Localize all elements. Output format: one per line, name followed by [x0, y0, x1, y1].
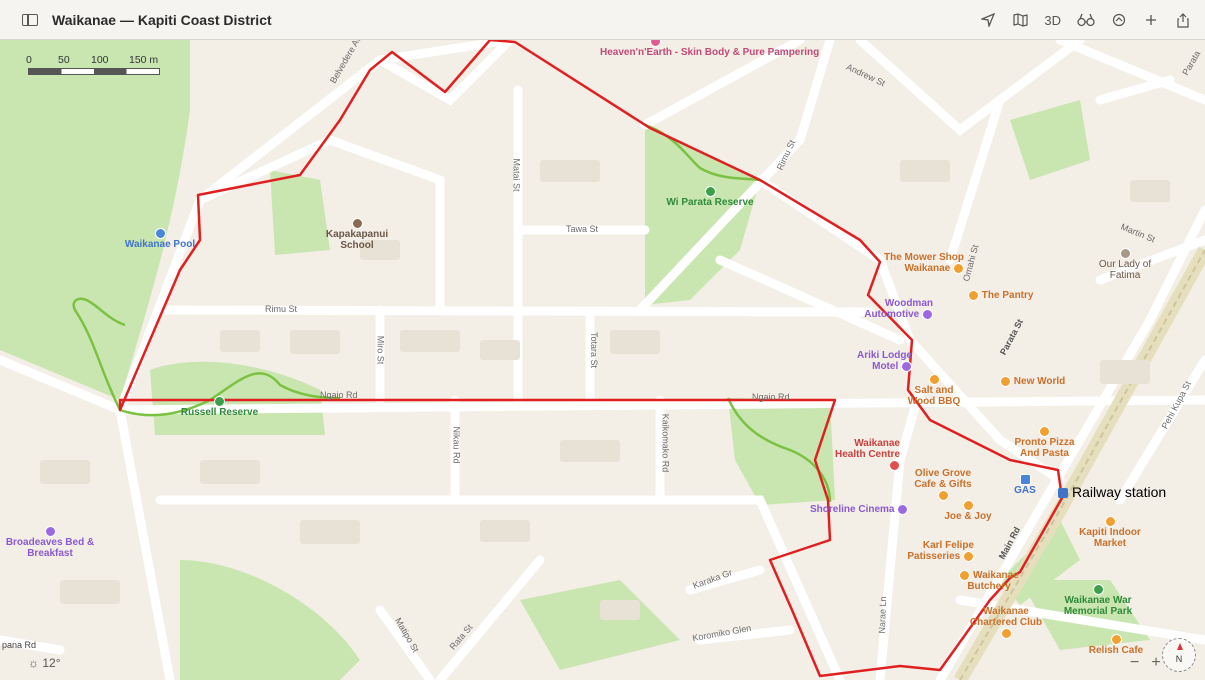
railway-line	[953, 246, 1205, 680]
cafe-icon	[937, 490, 949, 501]
map-graphics	[0, 40, 1205, 680]
street-label: pana Rd	[2, 640, 37, 650]
poi-the-pantry[interactable]: The Pantry	[968, 290, 1033, 301]
window-title: Waikanae — Kapiti Coast District	[52, 11, 272, 28]
street-label: Matai St	[511, 158, 522, 192]
fuel-icon	[1019, 474, 1031, 485]
street-label: Ngaio Rd	[752, 392, 790, 402]
scale-label-0: 0	[26, 54, 32, 66]
poi-russell-reserve[interactable]: Russell Reserve	[172, 396, 267, 418]
poi-waikanae-health-centre[interactable]: Waikanae Health Centre	[826, 438, 900, 471]
street-label: Rimu St	[265, 304, 298, 314]
shop-icon	[959, 570, 971, 581]
route-line	[118, 40, 1064, 678]
park-icon	[214, 396, 225, 407]
railway-station-icon[interactable]	[1058, 488, 1068, 498]
poi-new-world[interactable]: New World	[1000, 376, 1065, 387]
poi-waikanae-pool[interactable]: Waikanae Pool	[120, 228, 200, 250]
park-icon	[1092, 584, 1104, 595]
scale-label-100: 100	[91, 54, 109, 66]
building-blocks	[40, 160, 1170, 620]
map-toolbar: 3D	[980, 0, 1191, 40]
map-mode-icon[interactable]	[1012, 10, 1028, 30]
zoom-in-button[interactable]: +	[1151, 654, 1161, 671]
poi-war-memorial-park[interactable]: Waikanae War Memorial Park	[1056, 584, 1140, 617]
club-icon	[1000, 628, 1012, 639]
church-icon	[1119, 248, 1131, 259]
poi-waikanae-chartered-club[interactable]: Waikanae Chartered Club	[964, 606, 1048, 639]
map-scale: 0 50 100 150 m	[26, 54, 166, 75]
poi-gas[interactable]: GAS	[1012, 474, 1038, 496]
zoom-controls: − +	[1130, 654, 1161, 672]
park-areas	[0, 40, 1150, 680]
street-label: Miro St	[375, 335, 386, 365]
three-d-button[interactable]: 3D	[1044, 12, 1061, 28]
zoom-out-button[interactable]: −	[1130, 654, 1140, 671]
cinema-icon	[897, 504, 909, 515]
map-canvas[interactable]: 0 50 100 150 m Belvedere Ave Andrew St R…	[0, 40, 1205, 680]
poi-pronto-pizza[interactable]: Pronto Pizza And Pasta	[1012, 426, 1077, 459]
poi-joe-and-joy[interactable]: Joe & Joy	[938, 500, 998, 522]
cafe-icon	[962, 500, 974, 511]
weather-widget[interactable]: ☼ 12°	[28, 656, 61, 670]
scale-bar	[28, 68, 160, 75]
pool-icon	[154, 228, 166, 239]
compass-icon[interactable]: N	[1162, 638, 1196, 672]
poi-ariki-lodge-motel[interactable]: Ariki Lodge Motel	[856, 350, 912, 373]
poi-kapakapanui-school[interactable]: Kapakapanui School	[322, 218, 392, 251]
location-arrow-icon[interactable]	[980, 10, 996, 30]
sidebar-toggle-icon[interactable]	[22, 13, 38, 26]
look-around-binoculars-icon[interactable]	[1077, 10, 1095, 30]
poi-karl-felipe-patisseries[interactable]: Karl Felipe Patisseries	[907, 540, 974, 563]
scale-label-150: 150 m	[129, 54, 159, 66]
restaurant-icon	[1039, 426, 1050, 437]
restaurant-icon	[928, 374, 940, 385]
street-label: Nikau Rd	[451, 426, 462, 464]
poi-olive-grove-cafe[interactable]: Olive Grove Cafe & Gifts	[908, 468, 978, 501]
poi-broadeaves-bnb[interactable]: Broadeaves Bed & Breakfast	[4, 526, 96, 559]
poi-salt-and-wood-bbq[interactable]: Salt and Wood BBQ	[904, 374, 964, 407]
cafe-icon	[1110, 634, 1122, 645]
poi-the-mower-shop[interactable]: The Mower Shop Waikanae	[884, 252, 964, 275]
scale-label-50: 50	[58, 54, 70, 66]
title-bar: Waikanae — Kapiti Coast District 3D	[0, 0, 1205, 40]
railway-station-annotation: Railway station	[1072, 484, 1167, 500]
street-label: Kaikomako Rd	[660, 413, 671, 473]
temperature: 12°	[42, 656, 61, 670]
car-service-icon	[922, 309, 933, 320]
poi-relish-cafe[interactable]: Relish Cafe	[1086, 634, 1146, 656]
poi-our-lady-of-fatima[interactable]: Our Lady of Fatima	[1090, 248, 1160, 281]
poi-heaven-n-earth[interactable]: Heaven'n'Earth - Skin Body & Pure Pamper…	[600, 40, 819, 58]
hotel-icon	[901, 361, 912, 372]
street-label: Totara St	[589, 331, 600, 369]
street-label: Tawa St	[566, 224, 599, 234]
sun-icon: ☼	[28, 656, 39, 670]
shop-icon	[953, 263, 964, 274]
school-icon	[351, 218, 363, 229]
poi-kapiti-indoor-market[interactable]: Kapiti Indoor Market	[1070, 516, 1150, 549]
tracking-icon[interactable]	[1111, 10, 1127, 30]
add-icon[interactable]	[1143, 10, 1159, 30]
share-icon[interactable]	[1175, 10, 1191, 30]
poi-waikanae-butchery[interactable]: Waikanae Butchery	[954, 570, 1024, 592]
spa-icon	[649, 40, 661, 47]
park-icon	[704, 186, 716, 197]
bakery-icon	[963, 551, 974, 562]
street-label: Ngaio Rd	[320, 390, 358, 400]
medical-icon	[889, 460, 900, 471]
poi-woodman-automotive[interactable]: Woodman Automotive	[864, 298, 933, 321]
hotel-icon	[44, 526, 56, 537]
poi-shoreline-cinema[interactable]: Shoreline Cinema	[810, 504, 909, 515]
grocery-icon	[1000, 376, 1011, 387]
street-label: Narae Ln	[876, 596, 889, 634]
poi-wi-parata-reserve[interactable]: Wi Parata Reserve	[660, 186, 760, 208]
cafe-icon	[968, 290, 979, 301]
market-icon	[1104, 516, 1116, 527]
